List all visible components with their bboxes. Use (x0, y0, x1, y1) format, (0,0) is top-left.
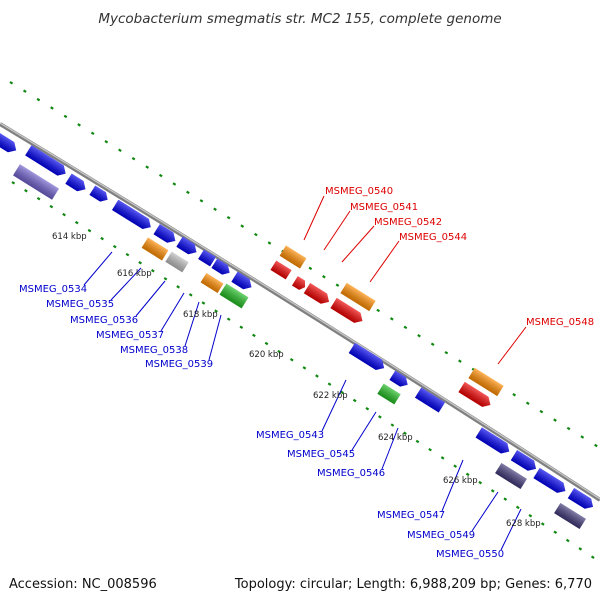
gene-block[interactable] (279, 245, 307, 269)
gc-dots-outer (9, 81, 600, 449)
leader-line (321, 379, 347, 432)
gene-block[interactable] (112, 199, 154, 232)
gene-block[interactable] (176, 236, 199, 258)
leader-line (471, 491, 499, 532)
leader-line (351, 411, 377, 451)
gene-labels-bottom: MSMEG_0534 MSMEG_0535 MSMEG_0536 MSMEG_0… (19, 284, 504, 560)
gene-label[interactable]: MSMEG_0542 (374, 217, 442, 228)
gene-block[interactable] (141, 237, 169, 261)
gene-label[interactable]: MSMEG_0535 (46, 299, 114, 310)
gene-block[interactable] (348, 342, 388, 373)
gene-block[interactable] (200, 273, 224, 293)
gene-block[interactable] (165, 251, 189, 273)
gene-label[interactable]: MSMEG_0549 (407, 530, 475, 541)
gene-block[interactable] (377, 383, 401, 405)
tick-label: 620 kbp (249, 350, 284, 360)
gene-block[interactable] (231, 271, 254, 293)
leader-line (369, 240, 400, 283)
leader-line (500, 508, 522, 551)
leader-line (160, 292, 185, 332)
gene-block[interactable] (291, 276, 308, 292)
gene-label[interactable]: MSMEG_0544 (399, 232, 467, 243)
map-title: Mycobacterium smegmatis str. MC2 155, co… (98, 11, 501, 27)
summary-text: Topology: circular; Length: 6,988,209 bp… (234, 577, 592, 592)
leader-line (110, 267, 142, 301)
gene-block[interactable] (25, 145, 69, 178)
gene-label[interactable]: MSMEG_0550 (436, 549, 504, 560)
leader-line (441, 459, 464, 512)
tick-label: 622 kbp (313, 391, 348, 401)
gene-label[interactable]: MSMEG_0547 (377, 510, 445, 521)
gene-block[interactable] (495, 462, 527, 490)
accession-text: Accession: NC_008596 (9, 577, 157, 592)
tick-label: 618 kbp (183, 310, 218, 320)
gene-block[interactable] (211, 258, 232, 278)
gene-label[interactable]: MSMEG_0538 (120, 345, 188, 356)
gene-label[interactable]: MSMEG_0537 (96, 330, 164, 341)
gene-block[interactable] (153, 224, 178, 246)
leader-line (323, 210, 351, 251)
tick-label: 614 kbp (52, 232, 87, 242)
leader-line (381, 427, 399, 470)
gene-block[interactable] (414, 387, 446, 413)
gene-labels-top: MSMEG_0540 MSMEG_0541 MSMEG_0542 MSMEG_0… (325, 186, 594, 328)
tick-label: 628 kbp (506, 519, 541, 529)
gene-label[interactable]: MSMEG_0540 (325, 186, 393, 197)
gene-label[interactable]: MSMEG_0548 (526, 317, 594, 328)
gene-block[interactable] (475, 427, 513, 456)
gene-block[interactable] (13, 164, 59, 200)
gene-label[interactable]: MSMEG_0543 (256, 430, 324, 441)
gene-block[interactable] (330, 297, 365, 326)
gene-block[interactable] (340, 282, 376, 312)
gene-block[interactable] (468, 367, 504, 397)
gene-label[interactable]: MSMEG_0534 (19, 284, 87, 295)
gene-label[interactable]: MSMEG_0546 (317, 468, 385, 479)
gc-dots-inner (11, 181, 600, 563)
gene-block[interactable] (567, 488, 596, 512)
leader-line (341, 225, 375, 263)
leader-line (83, 251, 113, 286)
gene-block[interactable] (198, 249, 216, 267)
gene-block[interactable] (270, 260, 292, 280)
gene-block[interactable] (65, 173, 88, 195)
tick-label: 616 kbp (117, 269, 152, 279)
gene-block[interactable] (554, 502, 586, 530)
gene-block[interactable] (219, 283, 249, 309)
gene-label[interactable]: MSMEG_0541 (350, 202, 418, 213)
leader-line (208, 314, 222, 361)
gene-block[interactable] (389, 370, 410, 390)
gene-block[interactable] (510, 450, 539, 474)
leader-line (497, 326, 527, 365)
label-leader-lines (83, 195, 527, 551)
gene-block[interactable] (533, 467, 568, 496)
tick-label: 624 kbp (378, 433, 413, 443)
gene-label[interactable]: MSMEG_0545 (287, 449, 355, 460)
gene-block[interactable] (0, 132, 19, 156)
tick-label: 626 kbp (443, 476, 478, 486)
gene-features (0, 132, 596, 530)
gene-label[interactable]: MSMEG_0536 (70, 315, 138, 326)
leader-line (135, 280, 166, 317)
gene-block[interactable] (303, 283, 332, 307)
genome-backbone (0, 122, 600, 502)
gene-block[interactable] (458, 381, 493, 410)
leader-line (184, 301, 200, 347)
gene-label[interactable]: MSMEG_0539 (145, 359, 213, 370)
position-ticks: 614 kbp 616 kbp 618 kbp 620 kbp 622 kbp … (52, 232, 541, 529)
leader-line (303, 195, 325, 241)
gene-block[interactable] (89, 185, 110, 205)
